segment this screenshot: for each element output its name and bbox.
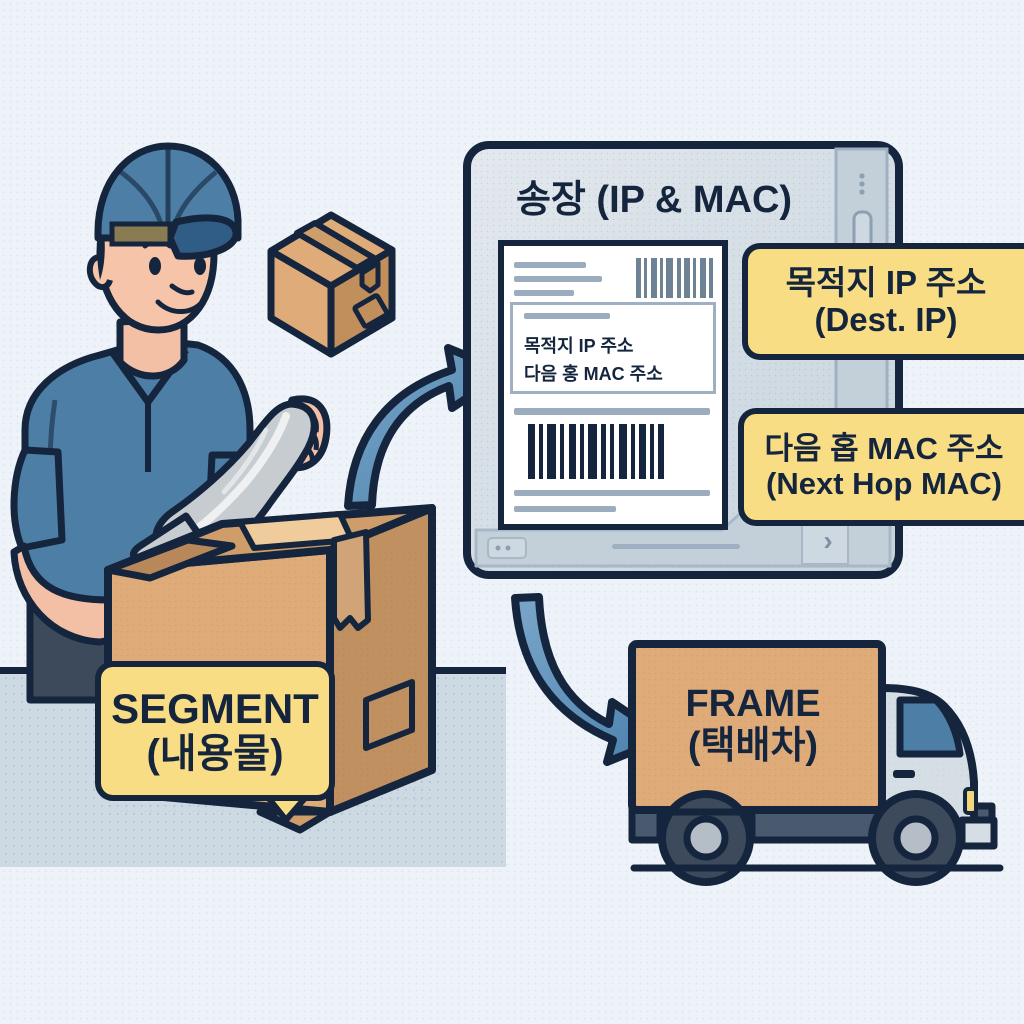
doc-line <box>514 408 710 415</box>
label-segment[interactable]: SEGMENT (내용물) <box>95 661 335 801</box>
tablet-title: 송장 (IP & MAC) <box>515 179 793 221</box>
callout-next-hop-mac-line2: (Next Hop MAC) <box>766 466 1002 501</box>
callout-dest-ip-line2: (Dest. IP) <box>814 300 958 338</box>
barcode-icon <box>528 424 696 479</box>
shipping-label-document: 목적지 IP 주소 다음 홍 MAC 주소 <box>498 240 728 530</box>
cardboard-box-icon <box>267 211 396 358</box>
doc-next-hop-mac-text: 다음 홍 MAC 주소 <box>524 364 663 384</box>
truck-frame-label-line1: FRAME <box>685 682 821 725</box>
doc-dest-ip-text: 목적지 IP 주소 <box>524 336 634 356</box>
callout-dest-ip-line1: 목적지 IP 주소 <box>785 263 987 301</box>
callout-next-hop-mac-line1: 다음 홉 MAC 주소 <box>764 431 1004 467</box>
label-segment-line2: (내용물) <box>146 732 284 777</box>
doc-line <box>514 276 602 282</box>
chevron-right-icon[interactable]: › <box>823 525 833 556</box>
truck-label-group: FRAME (택배차) <box>620 636 1024 876</box>
label-segment-line1: SEGMENT <box>111 685 319 733</box>
doc-line <box>514 262 586 268</box>
callout-next-hop-mac[interactable]: 다음 홉 MAC 주소 (Next Hop MAC) <box>738 408 1024 526</box>
delivery-truck-icon <box>628 640 1004 886</box>
truck-frame-label: FRAME (택배차) <box>638 648 868 803</box>
barcode-icon <box>636 258 714 298</box>
doc-line <box>514 506 616 512</box>
doc-line <box>514 290 574 296</box>
doc-line <box>524 313 610 319</box>
callout-dest-ip[interactable]: 목적지 IP 주소 (Dest. IP) <box>742 243 1024 360</box>
truck-frame-label-line2: (택배차) <box>687 724 819 767</box>
doc-line <box>514 490 710 496</box>
